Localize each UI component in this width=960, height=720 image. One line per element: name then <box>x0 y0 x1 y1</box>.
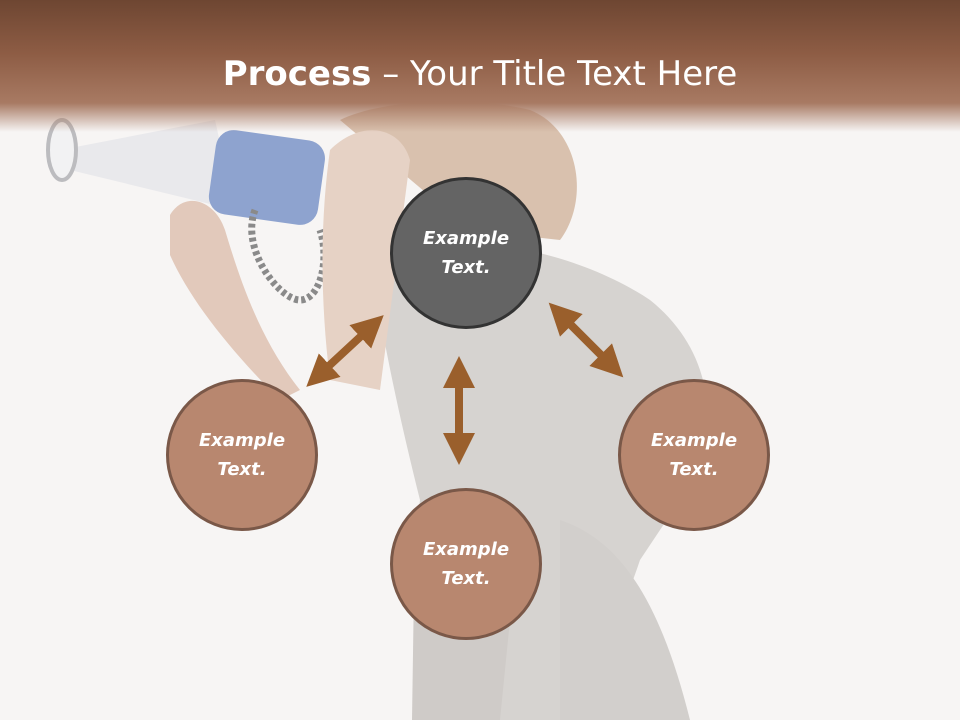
slide-title: Process – Your Title Text Here <box>0 52 960 96</box>
process-step-right-label: Example Text. <box>650 430 738 480</box>
arrow-center-left <box>306 315 384 387</box>
title-bold-part: Process <box>222 54 372 94</box>
process-step-left-label: Example Text. <box>198 430 286 480</box>
jeans <box>560 520 690 720</box>
arm-left <box>170 200 300 400</box>
process-step-bottom-label: Example Text. <box>422 539 510 589</box>
megaphone-body <box>208 130 325 225</box>
process-step-center-label: Example Text. <box>422 228 510 278</box>
process-step-bottom: Example Text. <box>390 488 542 640</box>
process-step-right: Example Text. <box>618 379 770 531</box>
title-bar <box>0 0 960 132</box>
arrow-center-right <box>548 302 624 378</box>
title-rest-part: – Your Title Text Here <box>371 54 738 94</box>
process-step-left: Example Text. <box>166 379 318 531</box>
process-step-center: Example Text. <box>390 177 542 329</box>
megaphone-horn <box>60 120 235 210</box>
